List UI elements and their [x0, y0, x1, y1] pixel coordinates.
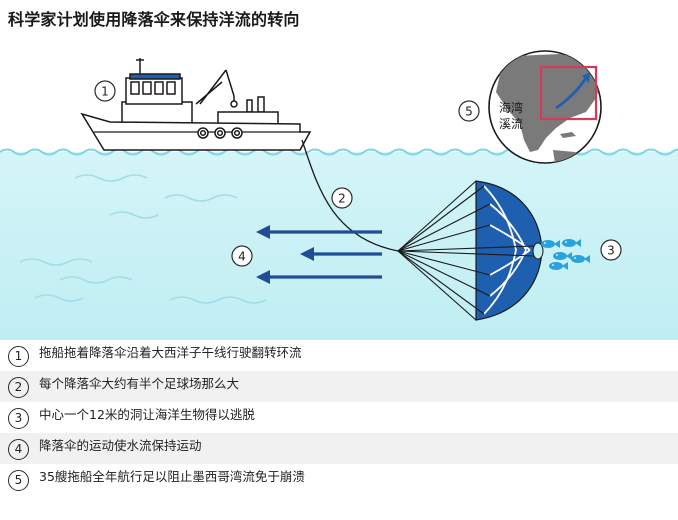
tugboat [80, 58, 312, 151]
marker-2: 2 [331, 187, 353, 209]
legend-item-5: 5 35艘拖船全年航行足以阻止墨西哥湾流免于崩溃 [0, 464, 678, 495]
legend-number: 1 [8, 346, 29, 367]
legend-item-1: 1 拖船拖着降落伞沿着大西洋子午线行驶翻转环流 [0, 340, 678, 371]
marker-3: 3 [600, 239, 622, 261]
tow-rope [301, 139, 399, 252]
underwater-waves [19, 174, 267, 304]
legend-number: 2 [8, 377, 29, 398]
svg-text:4: 4 [238, 250, 246, 264]
legend-item-2: 2 每个降落伞大约有半个足球场那么大 [0, 371, 678, 402]
current-arrows [256, 225, 382, 284]
legend-number: 4 [8, 439, 29, 460]
globe-label-line2: 溪流 [499, 117, 523, 131]
fish-school [541, 239, 590, 270]
svg-text:2: 2 [338, 192, 346, 206]
legend-item-3: 3 中心一个12米的洞让海洋生物得以逃脱 [0, 402, 678, 433]
parachute [397, 180, 544, 321]
legend-text: 拖船拖着降落伞沿着大西洋子午线行驶翻转环流 [39, 345, 302, 360]
legend-text: 35艘拖船全年航行足以阻止墨西哥湾流免于崩溃 [39, 469, 305, 484]
legend-text: 每个降落伞大约有半个足球场那么大 [39, 376, 240, 391]
sea [0, 152, 678, 340]
legend-item-4: 4 降落伞的运动使水流保持运动 [0, 433, 678, 464]
page-title: 科学家计划使用降落伞来保持洋流的转向 [8, 10, 300, 29]
marker-4: 4 [231, 245, 253, 267]
marker-5: 5 [458, 100, 480, 122]
marker-1: 1 [94, 80, 116, 102]
legend: 1 拖船拖着降落伞沿着大西洋子午线行驶翻转环流 2 每个降落伞大约有半个足球场那… [0, 340, 678, 495]
svg-text:1: 1 [101, 85, 109, 99]
legend-number: 5 [8, 470, 29, 491]
illustration: 海湾 溪流 1 2 3 4 5 [0, 50, 678, 340]
legend-number: 3 [8, 408, 29, 429]
legend-text: 降落伞的运动使水流保持运动 [39, 438, 202, 453]
gulf-stream-arrow [555, 77, 588, 110]
globe-label-line1: 海湾 [499, 100, 523, 115]
svg-text:5: 5 [465, 105, 473, 119]
legend-text: 中心一个12米的洞让海洋生物得以逃脱 [39, 407, 255, 422]
svg-text:3: 3 [607, 244, 615, 258]
gulf-stream-highlight [539, 65, 598, 121]
